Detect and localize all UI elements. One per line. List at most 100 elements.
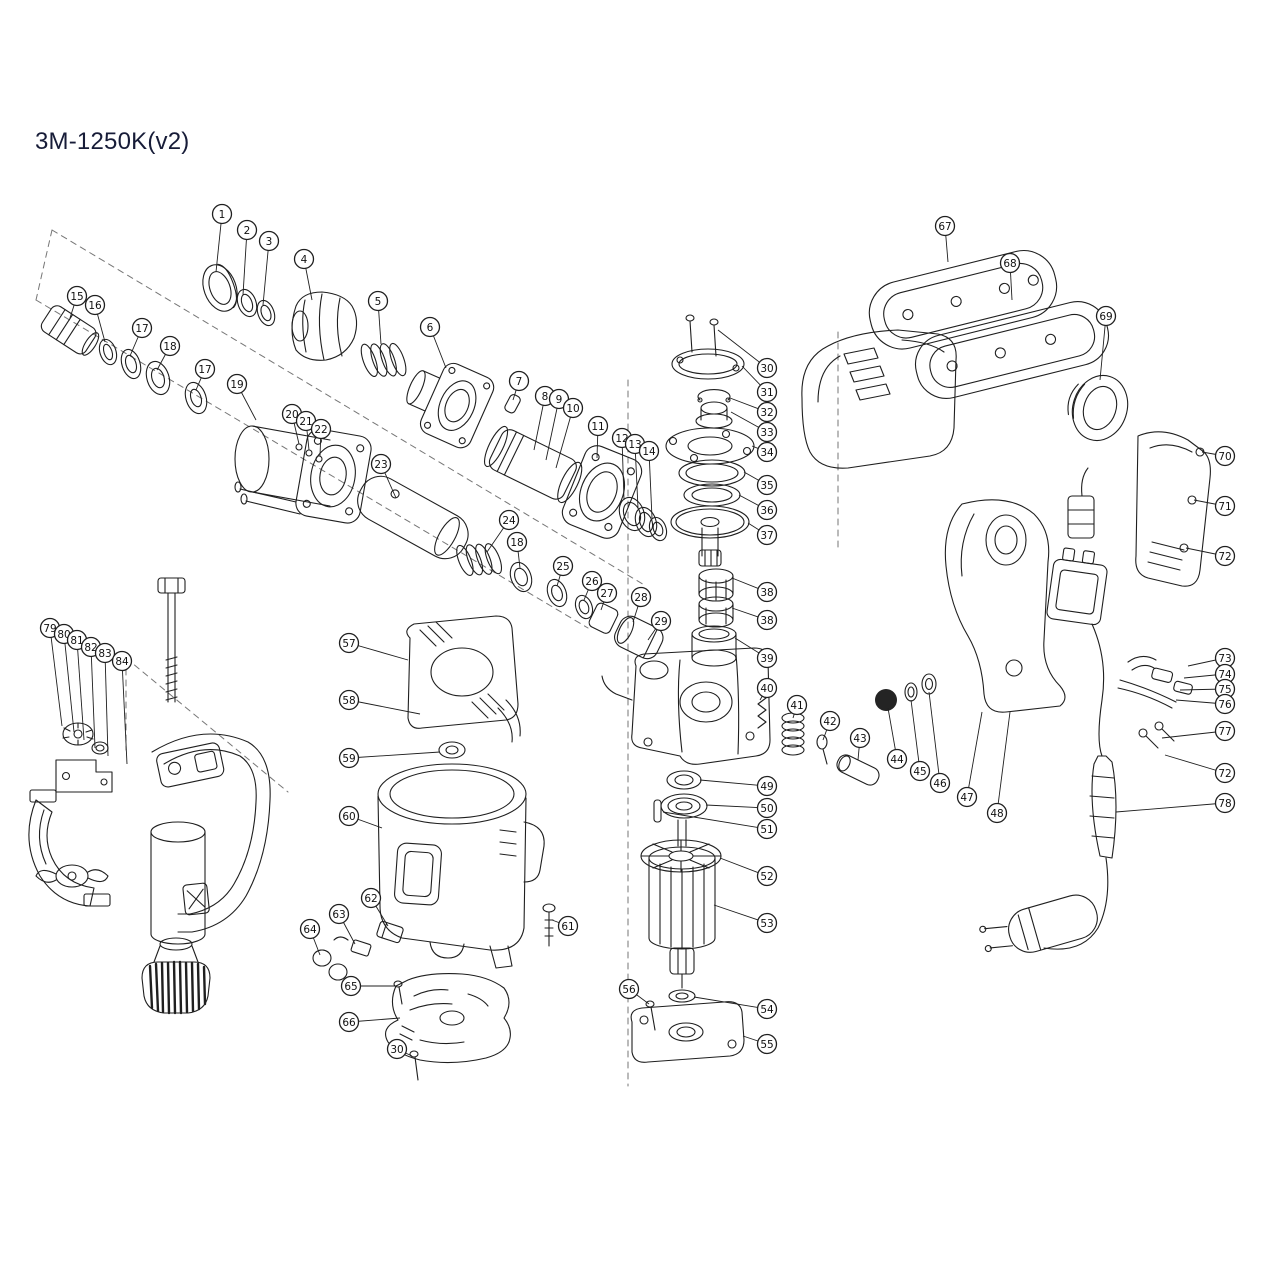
callout-50: 50 [705,797,778,819]
brush-parts-drawing [312,903,556,1005]
callout-number: 18 [163,341,176,353]
callout-number: 58 [342,695,355,707]
callout-47: 47 [956,711,983,808]
callout-76: 76 [1175,693,1236,715]
callout-number: 74 [1218,669,1232,681]
callout-72: 72 [1164,754,1236,784]
callout-balloon [786,694,808,716]
callout-balloon [1214,495,1236,517]
callout-balloon [756,609,778,631]
callout-1: 1 [211,203,233,273]
callout-number: 81 [70,635,83,647]
callout-number: 6 [427,322,434,334]
callout-60: 60 [338,805,383,829]
callout-48: 48 [986,711,1011,824]
callout-balloon [909,760,931,782]
callout-leader-line [634,443,639,509]
callout-29: 29 [647,610,672,641]
callout-balloon [581,570,603,592]
callout-balloon [338,805,360,827]
callout-number: 29 [654,616,667,628]
callout-34: 34 [751,441,778,463]
callout-number: 73 [1218,653,1231,665]
callout-31: 31 [741,365,778,403]
callout-17: 17 [194,358,216,391]
callout-45: 45 [909,699,931,782]
callout-57: 57 [338,632,409,661]
callout-balloon [618,978,640,1000]
callout-22: 22 [310,418,332,457]
impact-gear-stack-drawing [665,314,755,667]
callout-leader-line [648,450,653,519]
callout-28: 28 [630,586,652,623]
grip-ring-drawing [1067,374,1129,442]
callout-balloon [508,370,530,392]
callout-number: 19 [230,379,243,391]
callout-balloon [756,1033,778,1055]
callout-number: 26 [585,576,599,588]
callout-33: 33 [730,411,778,443]
callout-number: 33 [760,427,773,439]
callout-number: 77 [1218,726,1231,738]
callout-number: 61 [561,921,574,933]
handle-shells-drawing [868,250,1110,399]
callout-balloon [630,586,652,608]
callout-number: 5 [375,296,382,308]
callout-balloon [506,531,528,553]
callout-number: 38 [760,615,773,627]
callout-13: 13 [624,433,646,509]
callout-number: 52 [760,871,773,883]
callout-25: 25 [552,555,574,587]
callout-14: 14 [638,440,660,519]
callout-balloon [1095,305,1117,327]
callout-leader-line [348,751,441,759]
diagram-artwork [28,229,1211,1087]
callout-72: 72 [1185,545,1236,567]
callout-balloon [596,582,618,604]
callout-balloon [756,677,778,699]
callout-15: 15 [66,285,88,319]
callout-number: 47 [960,792,973,804]
callout-number: 32 [760,407,773,419]
callout-10: 10 [555,397,584,469]
diagram-title: 3M-1250K(v2) [35,128,190,155]
callout-balloon [66,285,88,307]
callout-balloon [929,772,951,794]
callout-58: 58 [338,689,421,715]
callout-49: 49 [699,775,778,797]
callout-number: 67 [938,221,951,233]
callout-number: 53 [760,918,773,930]
callout-balloon [1214,693,1236,715]
callout-balloon [194,358,216,380]
callout-36: 36 [738,494,778,521]
callout-balloon [1214,445,1236,467]
callout-balloon [419,316,441,338]
callout-46: 46 [928,691,951,794]
callout-number: 34 [760,447,774,459]
callout-balloon [328,903,350,925]
callout-balloon [131,317,153,339]
callout-number: 40 [760,683,773,695]
callout-number: 4 [301,254,308,266]
stator-drawing [406,615,521,759]
callout-number: 69 [1099,311,1112,323]
callout-balloon [756,401,778,423]
callout-number: 78 [1218,798,1231,810]
callout-number: 49 [760,781,773,793]
callout-balloon [756,912,778,934]
crank-parts-drawing [757,673,937,786]
motor-housing-drawing [377,763,545,969]
callout-balloon [886,748,908,770]
callout-leader-line [966,711,983,798]
crankcase-drawing [601,647,771,765]
callout-number: 39 [760,653,773,665]
callout-number: 27 [600,588,613,600]
callout-number: 1 [219,209,226,221]
callout-number: 55 [760,1039,773,1051]
callout-leader-line [662,811,768,830]
callout-number: 71 [1218,501,1231,513]
callout-leader-line [348,699,421,715]
callout-balloon [956,786,978,808]
callout-number: 16 [88,300,102,312]
